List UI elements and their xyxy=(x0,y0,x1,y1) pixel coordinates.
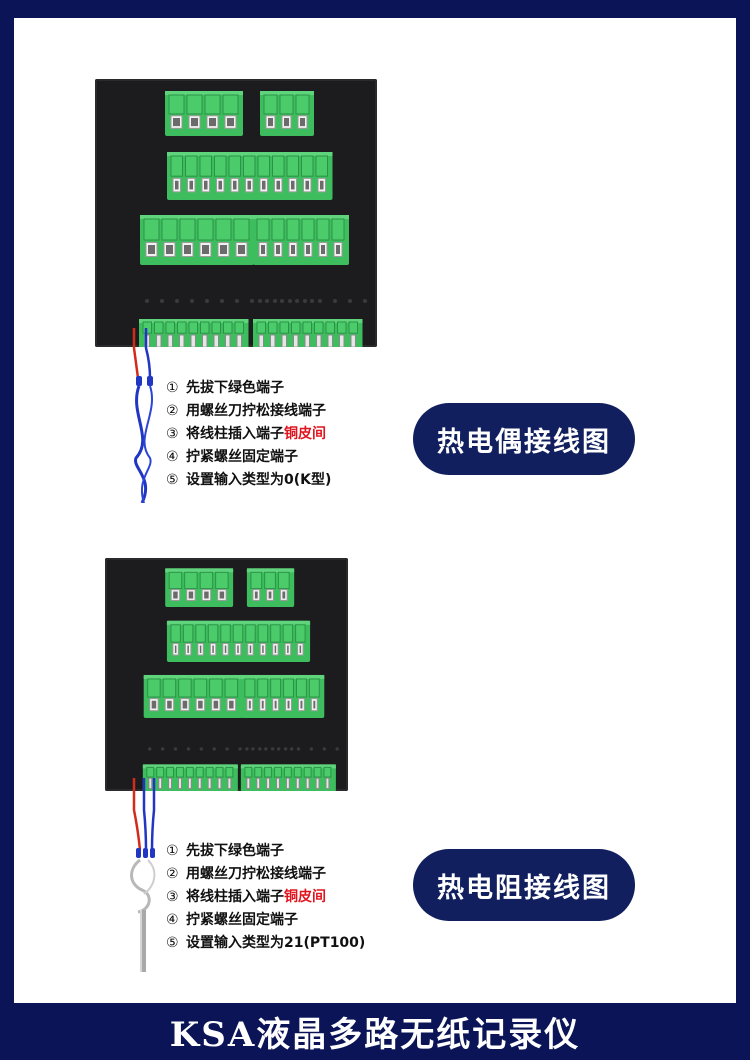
step-item: ① 先拔下绿色端子 xyxy=(166,840,365,863)
step-number: ① xyxy=(166,843,179,859)
terminal-block xyxy=(260,91,314,136)
step-text: 用螺丝刀拧松接线端子 xyxy=(186,403,326,419)
step-item: ⑤ 设置输入类型为0(K型) xyxy=(166,469,331,492)
step-number: ④ xyxy=(166,912,179,928)
steps-list-thermocouple: ① 先拔下绿色端子 ② 用螺丝刀拧松接线端子 ③ 将线柱插入端子铜皮间 ④ 拧紧螺丝固定端子 ⑤… xyxy=(166,377,331,492)
thermocouple-probe xyxy=(132,328,153,503)
terminal-block xyxy=(142,764,238,791)
terminal-block xyxy=(253,319,363,347)
step-number: ① xyxy=(166,380,179,396)
terminal-blocks-thermocouple xyxy=(139,91,367,347)
label-dots xyxy=(148,747,339,751)
steps-list-rtd: ① 先拔下绿色端子 ② 用螺丝刀拧松接线端子 ③ 将线柱插入端子铜皮间 ④ 拧紧螺丝固定端子 ⑤… xyxy=(166,840,365,955)
step-highlight: 铜皮间 xyxy=(284,426,326,442)
step-item: ② 用螺丝刀拧松接线端子 xyxy=(166,863,365,886)
terminal-block xyxy=(140,215,254,265)
step-number: ⑤ xyxy=(166,472,179,488)
step-item: ③ 将线柱插入端子铜皮间 xyxy=(166,423,331,446)
step-highlight: 铜皮间 xyxy=(284,889,326,905)
step-number: ⑤ xyxy=(166,935,179,951)
step-text: 先拔下绿色端子 xyxy=(186,843,284,859)
step-text: 用螺丝刀拧松接线端子 xyxy=(186,866,326,882)
label-dots xyxy=(145,299,367,303)
step-number: ② xyxy=(166,866,179,882)
step-text: 拧紧螺丝固定端子 xyxy=(186,912,298,928)
step-item: ① 先拔下绿色端子 xyxy=(166,377,331,400)
thermocouple-wiring-badge: 热电偶接线图 xyxy=(413,403,635,475)
terminal-block xyxy=(246,568,295,608)
step-text: 设置输入类型为21(PT100) xyxy=(186,935,366,951)
rear-panel-thermocouple xyxy=(95,79,377,347)
step-text: 设置输入类型为0(K型) xyxy=(186,472,332,488)
terminal-block xyxy=(166,620,311,663)
rtd-probe xyxy=(130,778,156,972)
terminal-block xyxy=(240,764,336,791)
terminal-block xyxy=(165,568,234,608)
product-title: KSA液晶多路无纸记录仪 xyxy=(169,1015,581,1055)
terminal-block xyxy=(139,319,249,347)
terminal-blocks-rtd xyxy=(142,568,339,791)
terminal-block xyxy=(253,215,349,265)
step-item: ④ 拧紧螺丝固定端子 xyxy=(166,446,331,469)
step-text: 拧紧螺丝固定端子 xyxy=(186,449,298,465)
step-number: ③ xyxy=(166,426,179,442)
terminal-block xyxy=(165,91,243,136)
step-text: 将线柱插入端子 xyxy=(186,889,284,905)
step-text: 将线柱插入端子 xyxy=(186,426,284,442)
rtd-wiring-badge: 热电阻接线图 xyxy=(413,849,635,921)
step-item: ② 用螺丝刀拧松接线端子 xyxy=(166,400,331,423)
terminal-block xyxy=(167,152,333,200)
terminal-block xyxy=(240,674,325,718)
step-item: ③ 将线柱插入端子铜皮间 xyxy=(166,886,365,909)
step-item: ⑤ 设置输入类型为21(PT100) xyxy=(166,932,365,955)
step-text: 先拔下绿色端子 xyxy=(186,380,284,396)
step-number: ④ xyxy=(166,449,179,465)
step-number: ③ xyxy=(166,889,179,905)
rear-panel-rtd xyxy=(105,558,348,791)
step-item: ④ 拧紧螺丝固定端子 xyxy=(166,909,365,932)
terminal-block xyxy=(143,674,243,718)
step-number: ② xyxy=(166,403,179,419)
